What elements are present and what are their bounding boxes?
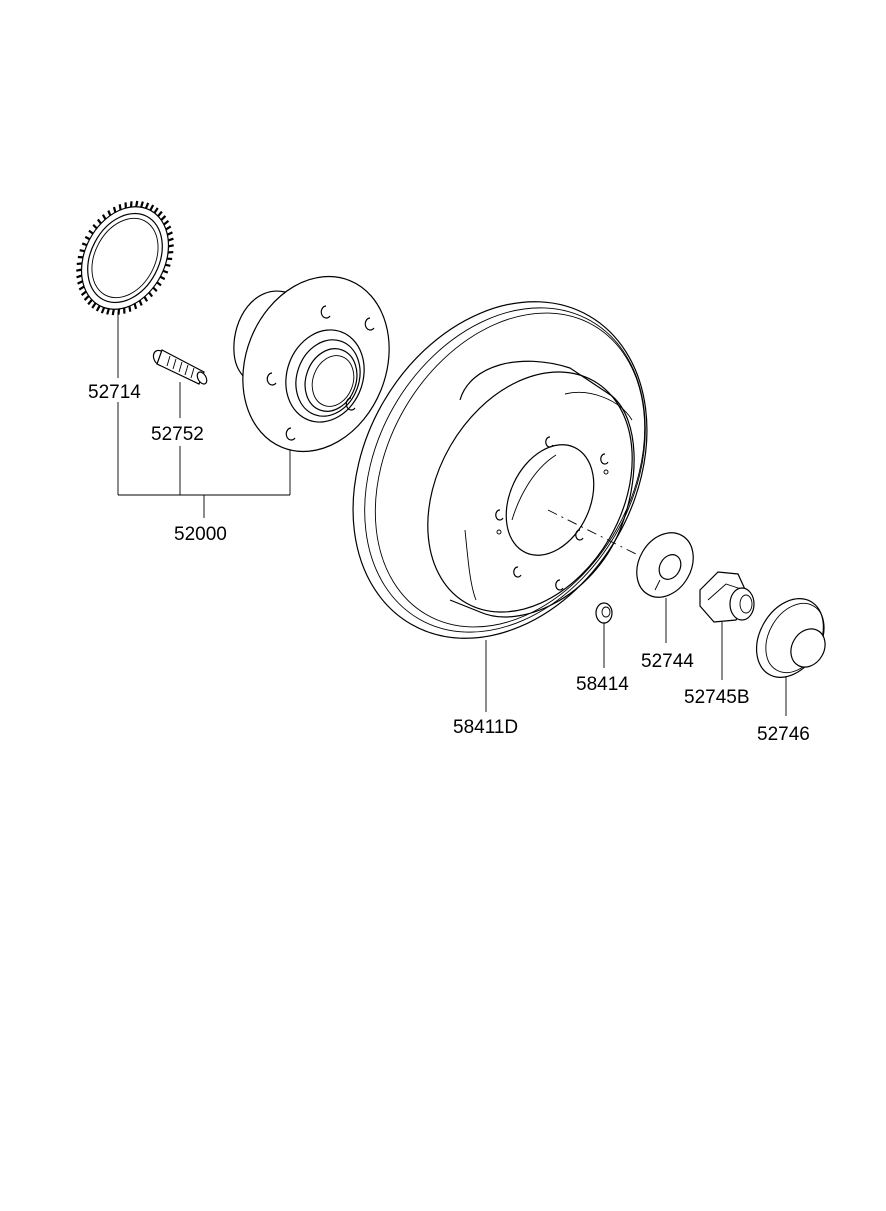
ring-tooth: [143, 296, 149, 302]
label-52746: 52746: [757, 724, 810, 745]
ring-tooth: [78, 285, 85, 291]
ring-tooth: [95, 305, 101, 312]
wheel-hub: [233, 275, 390, 453]
ring-tooth: [153, 207, 159, 214]
ring-tooth: [91, 302, 97, 309]
washer: [636, 532, 694, 598]
ring-tooth: [107, 210, 112, 216]
ring-tooth: [76, 274, 83, 279]
ring-tooth: [100, 307, 106, 314]
ring-tooth: [76, 268, 82, 272]
label-52745b: 52745B: [684, 687, 750, 708]
ring-tooth: [96, 218, 102, 225]
ring-tooth: [162, 269, 169, 274]
ring-tooth: [163, 220, 170, 226]
label-58414: 58414: [576, 674, 629, 695]
disc-screw: [595, 602, 613, 624]
ring-tooth: [80, 290, 87, 296]
ring-tooth: [81, 242, 88, 247]
ring-tooth: [92, 224, 98, 230]
ring-tooth: [144, 202, 150, 209]
ring-tooth: [156, 281, 162, 287]
ring-tooth: [135, 200, 139, 207]
label-52000: 52000: [174, 524, 227, 545]
hub-cap: [755, 598, 826, 678]
ring-tooth: [84, 235, 91, 241]
ring-tooth: [133, 303, 138, 310]
leader-lines: [117, 312, 787, 716]
ring-tooth: [83, 295, 90, 301]
label-58411d: 58411D: [453, 717, 518, 738]
ring-tooth: [165, 225, 172, 231]
ring-tooth: [112, 206, 117, 213]
ring-tooth: [165, 263, 171, 267]
ring-tooth: [157, 210, 163, 217]
ring-tooth: [152, 286, 158, 292]
ring-tooth: [77, 280, 84, 285]
ring-tooth: [166, 231, 173, 236]
ring-tooth: [101, 214, 107, 220]
ring-tooth: [118, 204, 122, 211]
label-52752: 52752: [151, 424, 204, 445]
ring-tooth: [159, 275, 166, 281]
ring-tooth: [87, 299, 93, 306]
ring-tooth: [128, 305, 132, 312]
ring-tooth: [88, 229, 94, 235]
label-52714: 52714: [88, 382, 141, 403]
ring-tooth: [111, 309, 115, 316]
abs-tone-ring: [76, 200, 174, 316]
wheel-bolt: [152, 349, 208, 385]
ring-tooth: [106, 308, 110, 315]
ring-tooth: [149, 204, 155, 211]
ring-tooth: [79, 249, 85, 253]
ring-tooth: [140, 201, 144, 208]
ring-tooth: [138, 300, 143, 306]
ring-tooth: [167, 237, 174, 242]
hub-nut: [699, 571, 755, 623]
ring-tooth: [148, 291, 154, 298]
ring-tooth: [168, 244, 174, 248]
ring-tooth: [160, 215, 167, 221]
label-52744: 52744: [641, 651, 694, 672]
brake-disc: [352, 301, 648, 639]
